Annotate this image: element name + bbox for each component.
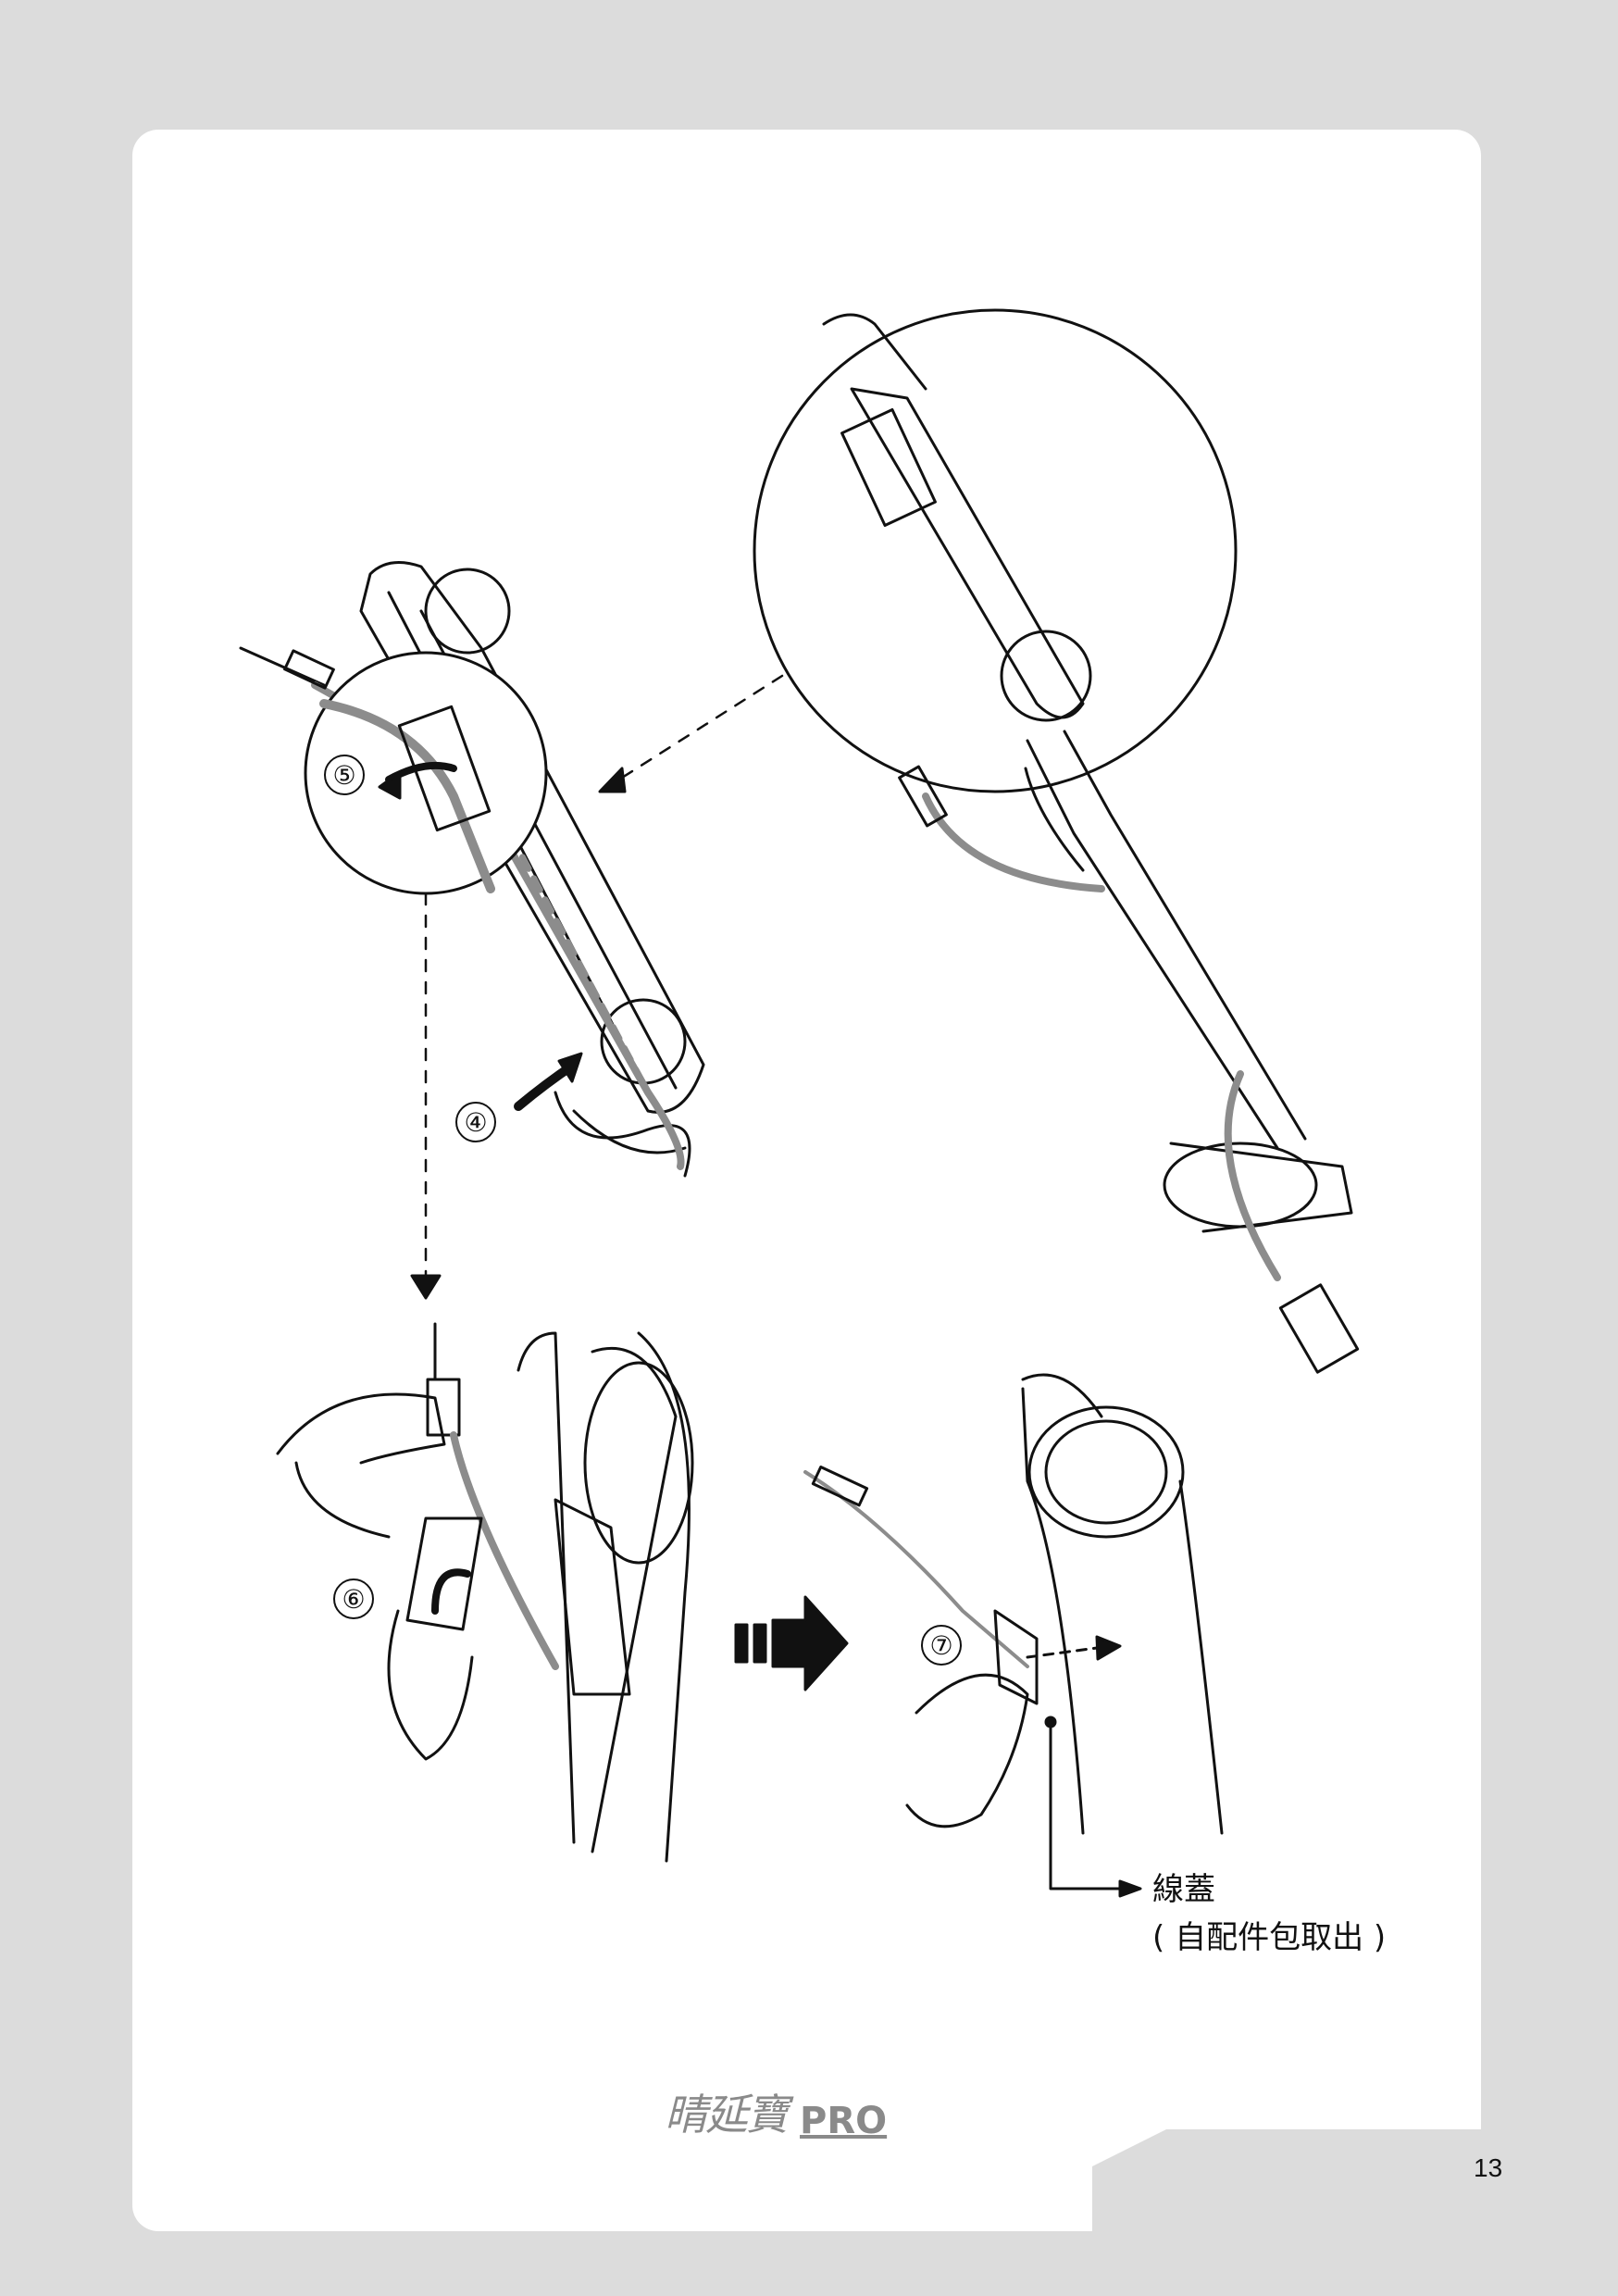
step-6-marker: ⑥ [333, 1578, 374, 1619]
brand-logo: 晴延寶 PRO [665, 2087, 887, 2142]
side-tab-shape [1481, 805, 1618, 2296]
footer-tab-shape [1092, 2166, 1618, 2296]
logo-pro: PRO [800, 2100, 888, 2142]
step-4-marker: ④ [455, 1102, 496, 1142]
callout-title: 線蓋 [1152, 1871, 1215, 1908]
logo-chinese: 晴延寶 [665, 2090, 789, 2140]
step-7-marker: ⑦ [921, 1625, 962, 1666]
callout-note: ( 自配件包取出 ) [1152, 1919, 1387, 1956]
page-number: 13 [1474, 2153, 1503, 2182]
step-5-marker: ⑤ [324, 755, 365, 795]
cable-cover-callout: 線蓋 ( 自配件包取出 ) [1152, 1866, 1386, 1962]
